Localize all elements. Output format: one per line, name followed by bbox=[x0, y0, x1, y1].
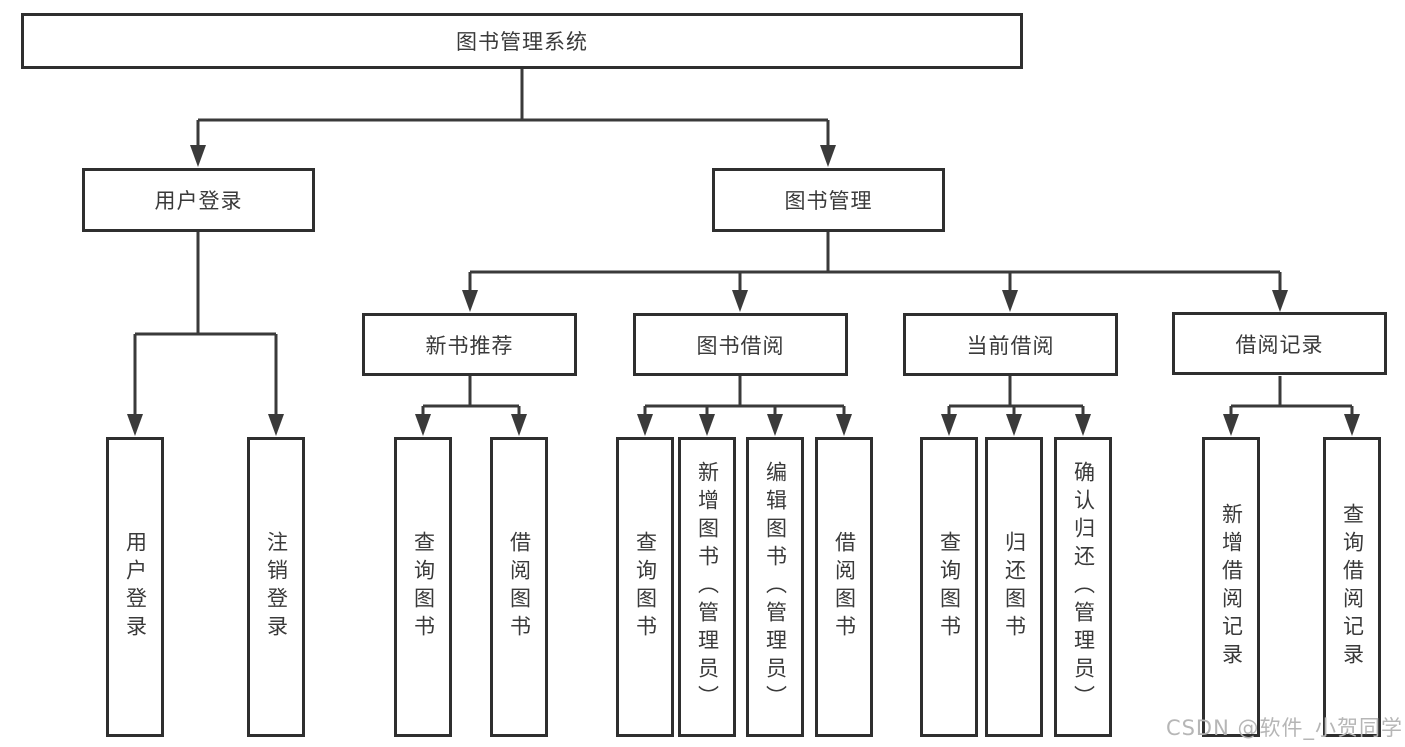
node-label: 查询借阅记录 bbox=[1340, 503, 1365, 671]
node-library-system: 图书管理系统 bbox=[21, 13, 1023, 69]
node-label: 新增图书（管理员） bbox=[695, 461, 720, 713]
leaf-query-books-current: 查询图书 bbox=[920, 437, 978, 737]
node-user-login: 用户登录 bbox=[82, 168, 315, 232]
node-label: 图书管理系统 bbox=[456, 30, 588, 54]
node-label: 新增借阅记录 bbox=[1219, 503, 1244, 671]
node-label: 当前借阅 bbox=[966, 333, 1055, 358]
leaf-add-books-admin: 新增图书（管理员） bbox=[678, 437, 736, 737]
node-label: 新书推荐 bbox=[425, 333, 514, 358]
node-current-borrowing: 当前借阅 bbox=[903, 313, 1118, 376]
leaf-logout: 注销登录 bbox=[247, 437, 305, 737]
leaf-return-books: 归还图书 bbox=[985, 437, 1043, 737]
node-label: 用户登录 bbox=[154, 189, 243, 213]
node-label: 借阅图书 bbox=[507, 531, 532, 643]
leaf-edit-books-admin: 编辑图书（管理员） bbox=[746, 437, 804, 737]
node-label: 归还图书 bbox=[1002, 531, 1027, 643]
leaf-user-login: 用户登录 bbox=[106, 437, 164, 737]
node-label: 查询图书 bbox=[633, 531, 658, 643]
node-label: 图书借阅 bbox=[696, 333, 785, 358]
node-label: 借阅图书 bbox=[832, 531, 857, 643]
node-label: 查询图书 bbox=[937, 531, 962, 643]
node-book-management: 图书管理 bbox=[712, 168, 945, 232]
leaf-add-borrow-record: 新增借阅记录 bbox=[1202, 437, 1260, 737]
csdn-watermark: CSDN @软件_小贺同学 bbox=[1165, 716, 1403, 740]
leaf-query-books-borrowing: 查询图书 bbox=[616, 437, 674, 737]
node-label: 编辑图书（管理员） bbox=[763, 461, 788, 713]
leaf-query-borrow-record: 查询借阅记录 bbox=[1323, 437, 1381, 737]
node-book-borrowing: 图书借阅 bbox=[633, 313, 848, 376]
leaf-borrow-books-recommendation: 借阅图书 bbox=[490, 437, 548, 737]
node-label: 注销登录 bbox=[264, 531, 289, 643]
leaf-query-books-recommendation: 查询图书 bbox=[394, 437, 452, 737]
leaf-confirm-return-admin: 确认归还（管理员） bbox=[1054, 437, 1112, 737]
node-label: 借阅记录 bbox=[1235, 332, 1324, 357]
node-new-book-recommendation: 新书推荐 bbox=[362, 313, 577, 376]
node-borrowing-records: 借阅记录 bbox=[1172, 312, 1387, 375]
node-label: 图书管理 bbox=[784, 189, 873, 213]
node-label: 确认归还（管理员） bbox=[1071, 461, 1096, 713]
node-label: 用户登录 bbox=[123, 531, 148, 643]
node-label: 查询图书 bbox=[411, 531, 436, 643]
leaf-borrow-books: 借阅图书 bbox=[815, 437, 873, 737]
